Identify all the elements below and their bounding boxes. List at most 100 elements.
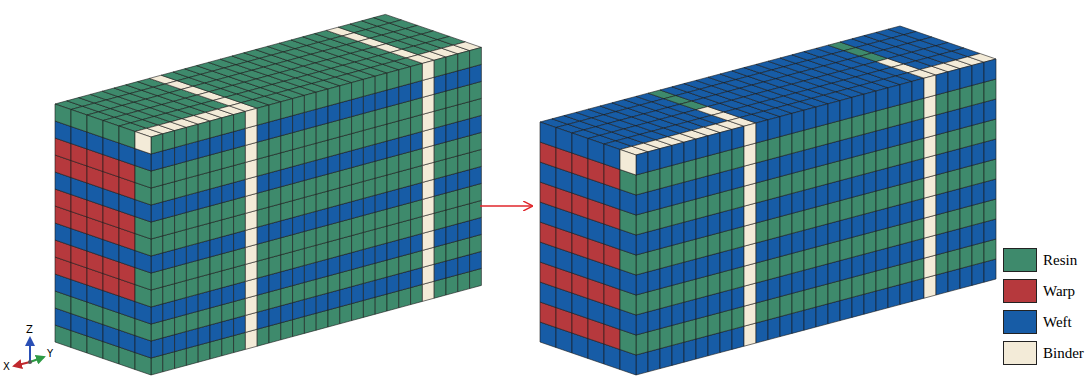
voxel-cell — [948, 229, 960, 252]
voxel-cell — [328, 86, 340, 106]
voxel-cell — [316, 89, 328, 109]
voxel-cell — [840, 237, 852, 260]
voxel-cell — [852, 134, 864, 157]
voxel-cell — [864, 251, 876, 274]
voxel-cell — [792, 130, 804, 153]
voxel-cell — [446, 54, 458, 74]
voxel-cell — [768, 237, 780, 260]
voxel-cell — [744, 143, 756, 166]
voxel-cell — [816, 184, 828, 207]
legend-swatch — [1003, 341, 1037, 365]
voxel-cell — [375, 73, 387, 93]
voxel-cell — [352, 79, 364, 99]
voxel-cell — [744, 183, 756, 206]
voxel-cell — [840, 117, 852, 140]
voxel-cell — [828, 261, 840, 284]
voxel-cell — [888, 105, 900, 128]
voxel-cell — [363, 76, 375, 96]
voxel-cell — [876, 188, 888, 211]
voxel-cell — [852, 194, 864, 217]
voxel-cell — [684, 239, 696, 262]
voxel-cell — [672, 262, 684, 285]
voxel-cell — [888, 225, 900, 248]
voxel-cell — [604, 144, 620, 170]
voxel-cell — [768, 277, 780, 300]
voxel-cell — [960, 225, 972, 248]
voxel-cell — [876, 108, 888, 131]
legend-label: Binder — [1043, 344, 1084, 362]
voxel-cell — [696, 256, 708, 279]
voxel-cell — [960, 245, 972, 268]
voxel-cell — [660, 185, 672, 208]
voxel-cell — [960, 85, 972, 108]
voxel-cell — [912, 178, 924, 201]
voxel-cell — [900, 101, 912, 124]
voxel-cell — [924, 115, 936, 138]
voxel-cell — [948, 149, 960, 172]
voxel-cell — [888, 285, 900, 308]
voxel-cell — [912, 218, 924, 241]
voxel-cell — [948, 189, 960, 212]
voxel-cell — [804, 307, 816, 330]
voxel-cell — [257, 105, 269, 125]
voxel-cell — [744, 203, 756, 226]
voxel-cell — [984, 79, 996, 102]
voxel-cell — [816, 204, 828, 227]
voxel-cell — [900, 121, 912, 144]
voxel-cell — [864, 271, 876, 294]
voxel-cell — [792, 250, 804, 273]
voxel-cell — [744, 163, 756, 186]
voxel-cell — [792, 190, 804, 213]
voxel-cell — [672, 342, 684, 365]
voxel-cell — [876, 168, 888, 191]
voxel-cell — [87, 115, 103, 138]
voxel-cell — [708, 213, 720, 236]
voxel-cell — [936, 252, 948, 275]
voxel-cell — [768, 197, 780, 220]
voxel-cell — [840, 157, 852, 180]
voxel-cell — [768, 217, 780, 240]
voxel-cell — [900, 261, 912, 284]
voxel-cell — [840, 277, 852, 300]
voxel-cell — [924, 215, 936, 238]
voxel-cell — [876, 248, 888, 271]
voxel-cell — [840, 297, 852, 320]
voxel-cell — [816, 164, 828, 187]
voxel-block — [55, 14, 481, 375]
axis-triad — [14, 338, 44, 366]
legend-label: Warp — [1043, 282, 1075, 300]
voxel-cell — [119, 126, 135, 149]
voxel-cell — [828, 241, 840, 264]
voxel-cell — [708, 153, 720, 176]
voxel-cell — [696, 216, 708, 239]
voxel-cell — [900, 141, 912, 164]
voxel-cell — [684, 159, 696, 182]
voxel-cell — [852, 114, 864, 137]
voxel-cell — [434, 57, 446, 77]
voxel-cell — [768, 317, 780, 340]
voxel-cell — [864, 171, 876, 194]
voxel-cell — [151, 134, 163, 154]
voxel-cell — [281, 99, 293, 119]
voxel-cell — [708, 333, 720, 356]
voxel-cell — [768, 157, 780, 180]
voxel-cell — [340, 83, 352, 103]
legend-label: Resin — [1043, 251, 1077, 269]
voxel-cell — [888, 265, 900, 288]
voxel-cell — [672, 322, 684, 345]
voxel-cell — [852, 154, 864, 177]
voxel-cell — [912, 98, 924, 121]
voxel-cell — [876, 88, 888, 111]
voxel-cell — [936, 172, 948, 195]
voxel-cell — [744, 263, 756, 286]
voxel-cell — [948, 209, 960, 232]
voxel-cell — [840, 197, 852, 220]
voxel-cell — [708, 233, 720, 256]
voxel-cell — [804, 147, 816, 170]
voxel-cell — [660, 305, 672, 328]
voxel-cell — [828, 301, 840, 324]
voxel-cell — [912, 158, 924, 181]
voxel-cell — [972, 202, 984, 225]
voxel-cell — [960, 105, 972, 128]
